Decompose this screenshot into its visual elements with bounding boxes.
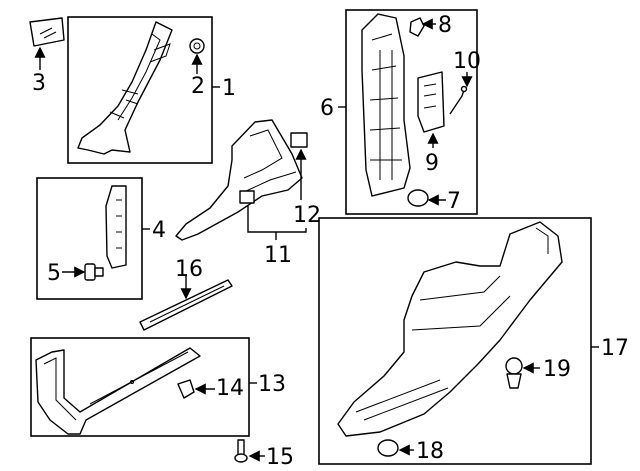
seatbelt-cover-part-9 — [417, 71, 445, 133]
kick-panel-trim — [175, 119, 303, 241]
callout-3: 3 — [32, 71, 46, 96]
trim-bracket-part-4 — [105, 185, 127, 269]
group-box-17 — [318, 217, 592, 465]
group-box-6 — [345, 9, 478, 215]
clip-part-2 — [189, 38, 205, 54]
callout-14: 14 — [216, 376, 244, 401]
lower-trim-panel — [337, 221, 563, 437]
clip-part-11 — [239, 190, 255, 204]
group-box-4 — [36, 177, 143, 300]
callout-11: 11 — [264, 243, 292, 268]
callout-18: 18 — [416, 439, 444, 464]
pin-part-10 — [449, 85, 468, 115]
callout-4: 4 — [152, 218, 166, 243]
group-box-13 — [30, 337, 250, 437]
callout-10: 10 — [453, 49, 481, 74]
callout-17: 17 — [601, 336, 629, 361]
group-box-1 — [67, 16, 213, 164]
callout-9: 9 — [425, 151, 439, 176]
screw-part-15 — [234, 439, 248, 463]
clip-part-12 — [290, 132, 308, 148]
door-sill-plate — [35, 347, 201, 435]
callout-2: 2 — [191, 74, 205, 99]
callout-12: 12 — [293, 203, 321, 228]
clip-part-18 — [377, 439, 399, 457]
clip-part-14 — [177, 379, 195, 399]
clip-part-8 — [409, 17, 425, 37]
callout-19: 19 — [543, 357, 571, 382]
callout-16: 16 — [175, 257, 203, 282]
callout-5: 5 — [47, 261, 61, 286]
callout-13: 13 — [258, 372, 286, 397]
callout-6: 6 — [320, 96, 334, 121]
screw-part-5 — [84, 263, 104, 281]
sill-strip-part-16 — [139, 279, 233, 331]
callout-8: 8 — [438, 13, 452, 38]
a-pillar-trim — [77, 21, 173, 155]
callout-1: 1 — [222, 76, 236, 101]
clip-part-7 — [407, 189, 429, 207]
callout-15: 15 — [266, 445, 294, 470]
b-pillar-trim — [361, 13, 411, 197]
cover-cap-part-3 — [29, 17, 65, 47]
callout-7: 7 — [447, 189, 461, 214]
clip-part-19 — [505, 357, 523, 389]
